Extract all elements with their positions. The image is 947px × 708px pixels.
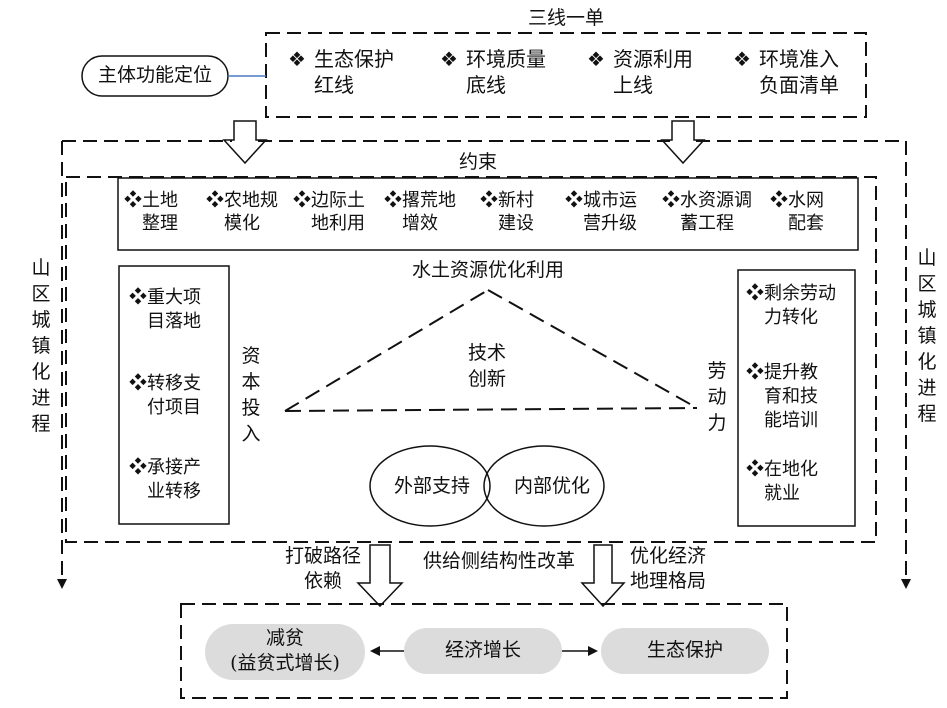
capital-item-major-projects: ❖重大项 目落地 <box>129 287 201 332</box>
bullet-icon: ❖ <box>384 190 402 211</box>
redline-ecology: ❖ 生态保护 红线 <box>288 47 394 97</box>
redline-resource: ❖ 资源利用 上线 <box>587 47 693 97</box>
bullet-icon: ❖ <box>206 190 224 211</box>
measures-box <box>117 177 859 251</box>
bullet-icon: ❖ <box>440 47 458 71</box>
measure-marginal-land: ❖边际土 地利用 <box>293 190 365 235</box>
labor-item-education: ❖提升教 育和技 能培训 <box>746 362 818 431</box>
growth-label: 经济增长 <box>444 639 521 661</box>
eco-pill <box>601 628 769 674</box>
poverty-label: 减贫 (益贫式增长) <box>230 627 340 674</box>
bullet-icon: ❖ <box>129 287 147 308</box>
outcomes-box <box>180 603 788 699</box>
redline-environment: ❖ 环境质量 底线 <box>440 47 546 97</box>
measure-abandoned-land: ❖撂荒地 增效 <box>384 190 456 235</box>
triangle-left-edge <box>284 289 489 412</box>
measure-water-network: ❖水网 配套 <box>770 190 824 235</box>
down-arrow-right-top <box>660 120 706 165</box>
path-dependence-label: 打破路径 依赖 <box>284 545 361 592</box>
measure-urban-operation: ❖城市运 营升级 <box>565 190 637 235</box>
bullet-icon: ❖ <box>565 190 583 211</box>
water-soil-label: 水土资源优化利用 <box>411 259 564 281</box>
bullet-icon: ❖ <box>770 190 788 211</box>
measure-water-storage: ❖水资源调 蓄工程 <box>662 190 752 235</box>
capital-box <box>118 265 230 525</box>
supply-side-reform-label: 供给侧结构性改革 <box>422 550 575 572</box>
internal-optimization-ellipse <box>483 445 605 527</box>
measure-land-consolidation: ❖土地 整理 <box>124 190 178 235</box>
growth-to-poverty-arrowhead <box>370 646 380 656</box>
bullet-icon: ❖ <box>746 283 764 304</box>
bullet-icon: ❖ <box>129 457 147 478</box>
bullet-icon: ❖ <box>293 190 311 211</box>
bullet-icon: ❖ <box>587 47 605 71</box>
bullet-icon: ❖ <box>746 459 764 480</box>
constraint-label: 约束 <box>458 151 497 173</box>
bullet-icon: ❖ <box>129 373 147 394</box>
external-support-ellipse <box>369 445 491 527</box>
side-label-right: 山区城镇化进程 <box>917 247 937 425</box>
measure-new-village: ❖新村 建设 <box>480 190 534 235</box>
three-lines-title: 三线一单 <box>527 7 604 29</box>
labor-box <box>737 269 856 527</box>
external-support-label: 外部支持 <box>393 475 470 497</box>
bullet-icon: ❖ <box>733 47 751 71</box>
inner-dashed-box <box>65 176 877 543</box>
down-arrow-right-bottom <box>580 544 626 608</box>
labor-item-surplus: ❖剩余劳动 力转化 <box>746 283 836 328</box>
bullet-icon: ❖ <box>746 362 764 383</box>
labor-item-local-employment: ❖在地化 就业 <box>746 459 818 504</box>
economic-geography-label: 优化经济 地理格局 <box>629 545 706 592</box>
triangle-base <box>284 407 698 412</box>
down-arrow-left-bottom <box>356 544 404 608</box>
eco-protection-label: 生态保护 <box>646 639 723 661</box>
bullet-icon: ❖ <box>662 190 680 211</box>
down-arrow-left-top <box>222 120 268 165</box>
growth-pill <box>404 628 562 674</box>
bullet-icon: ❖ <box>288 47 306 71</box>
tech-label: 技术创新 <box>467 342 506 390</box>
internal-optimization-label: 内部优化 <box>513 475 590 497</box>
side-label-left: 山区城镇化进程 <box>31 257 51 435</box>
capital-label: 资本投入 <box>241 345 261 445</box>
left-side-arrowhead <box>57 579 67 589</box>
bullet-icon: ❖ <box>480 190 498 211</box>
right-side-arrowhead <box>901 579 911 589</box>
redline-negative-list: ❖ 环境准入 负面清单 <box>733 47 839 97</box>
bullet-icon: ❖ <box>124 190 142 211</box>
triangle-right-edge <box>487 289 698 409</box>
capital-item-industry-transfer: ❖承接产 业转移 <box>129 457 201 502</box>
capital-item-transfer-payment: ❖转移支 付项目 <box>129 373 201 418</box>
three-lines-box <box>265 32 867 118</box>
measure-farmland-scale: ❖农地规 模化 <box>206 190 278 235</box>
zoning-label: 主体功能定位 <box>97 64 212 86</box>
poverty-pill <box>205 624 365 680</box>
labor-label: 劳动力 <box>707 360 727 434</box>
growth-to-eco-arrowhead <box>588 646 598 656</box>
